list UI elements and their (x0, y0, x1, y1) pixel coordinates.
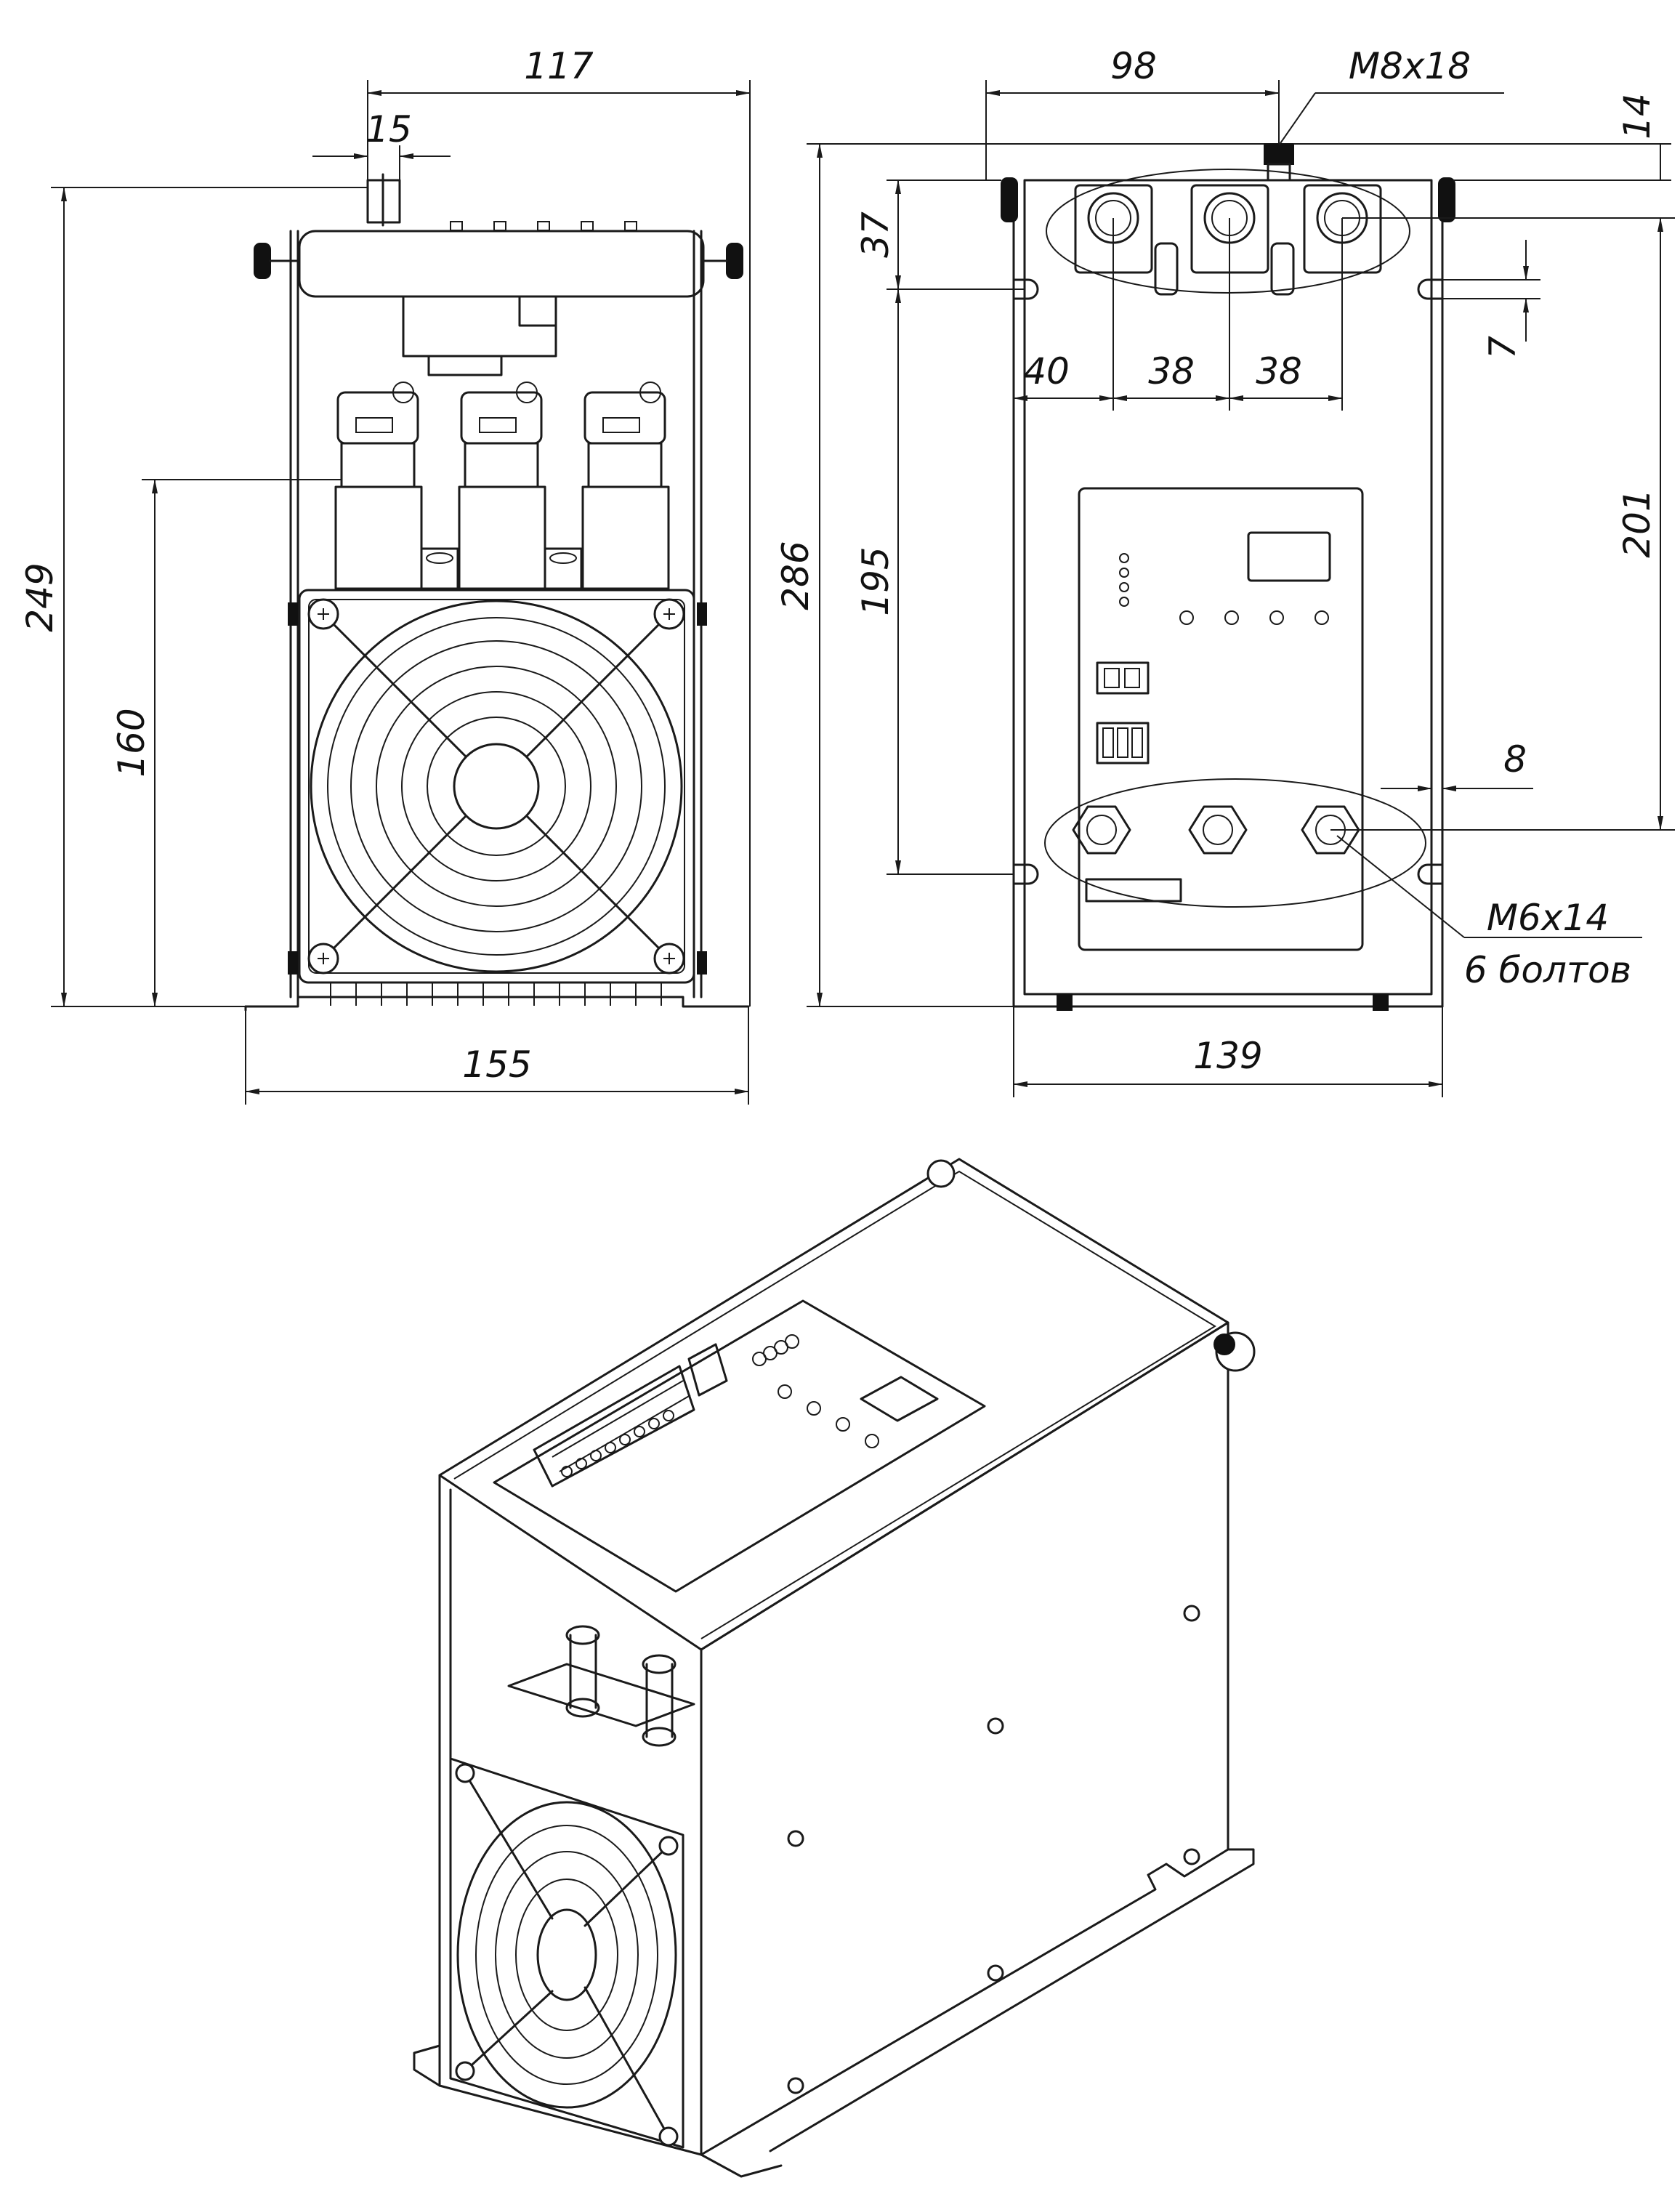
dim-text-195: 195 (855, 546, 897, 616)
dim-text-15: 15 (366, 108, 412, 150)
isometric-view (413, 1158, 1256, 2178)
dim-text-8: 8 (1503, 738, 1527, 780)
dimension-160: 160 (110, 479, 342, 1007)
power-module-2 (458, 382, 546, 590)
label-text-m8x18: M8x18 (1349, 45, 1471, 87)
label-m6x14: M6x14 6 болтов (1336, 835, 1642, 991)
dimension-pitch: 40 38 38 (1013, 218, 1343, 411)
dim-text-160: 160 (110, 708, 153, 777)
dimension-37: 37 (855, 179, 1025, 290)
front-view: 117 15 249 160 155 (19, 45, 751, 1105)
dimension-155: 155 (245, 1006, 749, 1105)
side-view: 98 M8x18 14 37 7 (775, 45, 1675, 1097)
terminal-strip (533, 1365, 695, 1488)
dimension-201: 201 (1330, 217, 1675, 831)
dim-text-40: 40 (1023, 350, 1070, 392)
display-window (1247, 531, 1331, 582)
dimension-117: 117 (367, 45, 751, 1006)
power-module-3 (581, 382, 670, 590)
dim-text-139: 139 (1193, 1035, 1262, 1077)
cooling-fan-iso (449, 1757, 684, 2149)
bottom-terminals (1044, 778, 1426, 908)
dimension-8: 8 (1381, 738, 1533, 843)
control-panel (493, 1299, 986, 1593)
dimension-195: 195 (855, 288, 1014, 875)
dim-text-37: 37 (855, 211, 897, 258)
connector-large (1096, 722, 1150, 764)
label-text-bolt-count: 6 болтов (1464, 949, 1631, 991)
dim-text-155: 155 (462, 1044, 531, 1086)
top-terminals (1046, 169, 1410, 296)
dimension-139: 139 (1013, 1006, 1443, 1097)
display-window-iso (860, 1376, 939, 1422)
power-module-1 (334, 382, 423, 590)
dim-text-38a: 38 (1148, 350, 1195, 392)
cooling-fan (298, 589, 695, 984)
dim-text-201: 201 (1616, 488, 1658, 557)
dim-text-98: 98 (1110, 45, 1157, 87)
dimension-249: 249 (19, 187, 368, 1007)
label-text-m6x14: M6x14 (1487, 897, 1609, 939)
dimension-15: 15 (312, 108, 451, 180)
connector-small (1096, 661, 1150, 695)
dimension-98: 98 (985, 45, 1280, 180)
dim-text-249: 249 (19, 562, 61, 632)
dim-text-286: 286 (775, 541, 817, 610)
dim-text-14: 14 (1616, 93, 1658, 140)
dimension-7: 7 (1442, 240, 1540, 359)
label-m8x18: M8x18 (1278, 45, 1504, 146)
dimension-14: 14 (1293, 93, 1671, 181)
dimension-286: 286 (775, 143, 1264, 1007)
dim-text-117: 117 (524, 45, 594, 87)
dim-text-38b: 38 (1256, 350, 1302, 392)
dim-text-7: 7 (1482, 336, 1524, 359)
